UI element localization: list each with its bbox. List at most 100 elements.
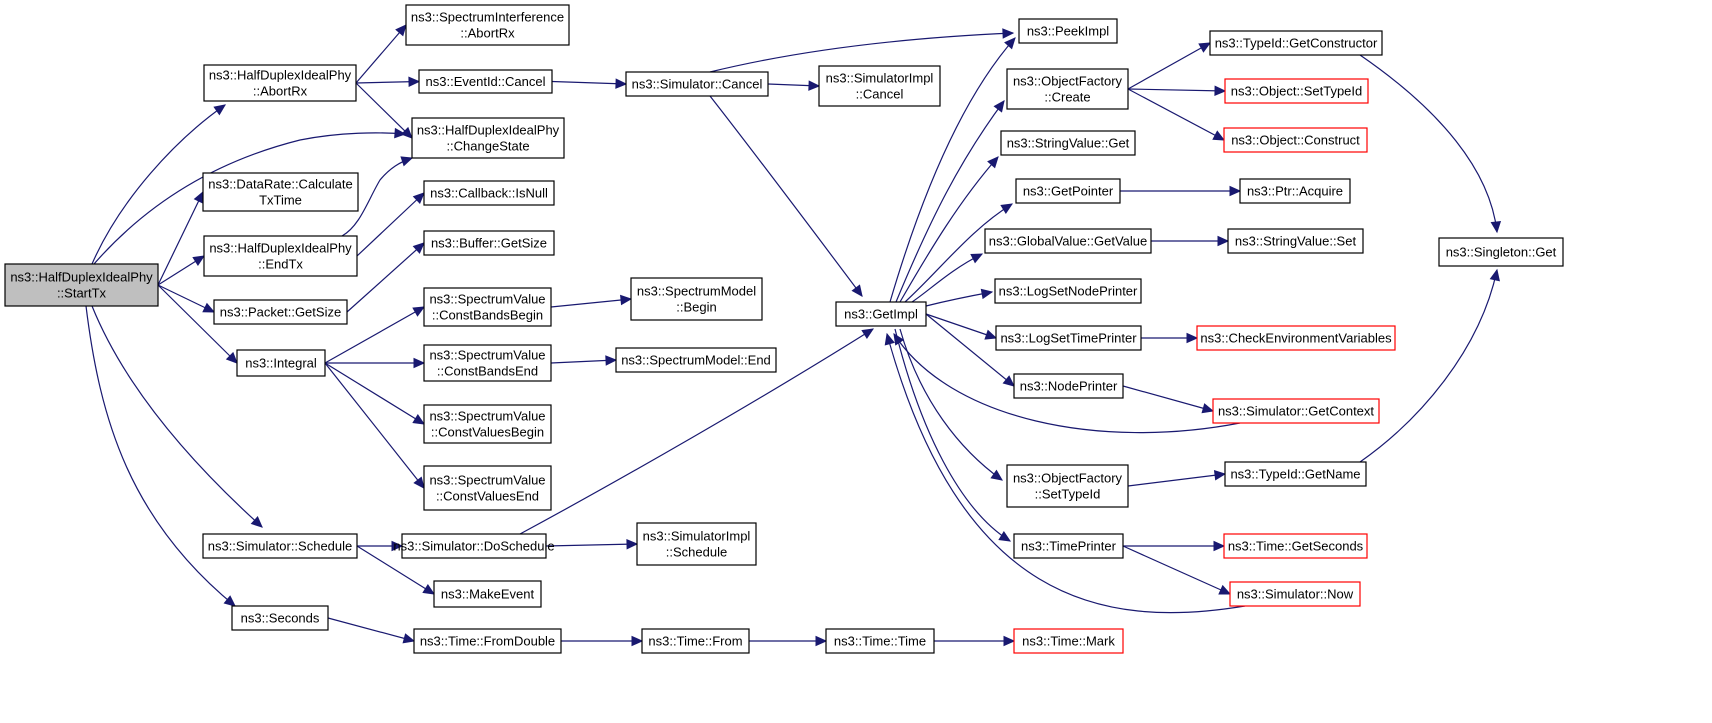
node-ns3-checkenvironmentvariables[interactable]: ns3::CheckEnvironmentVariables — [1196, 325, 1396, 351]
node-ns3-stringvalue-get[interactable]: ns3::StringValue::Get — [1000, 130, 1136, 156]
node-ns3-spectrumvalue-constvaluesbegin[interactable]: ns3::SpectrumValue::ConstValuesBegin — [423, 404, 552, 444]
node-ns3-typeid-getname[interactable]: ns3::TypeId::GetName — [1224, 461, 1367, 487]
node-box[interactable] — [1000, 130, 1136, 156]
node-box[interactable] — [1006, 464, 1129, 508]
node-ns3-object-construct[interactable]: ns3::Object::Construct — [1223, 127, 1368, 153]
node-box[interactable] — [202, 172, 359, 212]
node-ns3-ptr-acquire[interactable]: ns3::Ptr::Acquire — [1239, 178, 1351, 204]
node-ns3-peekimpl[interactable]: ns3::PeekImpl — [1018, 18, 1118, 44]
node-ns3-timeprinter[interactable]: ns3::TimePrinter — [1013, 533, 1124, 559]
node-ns3-simulatorimpl-schedule[interactable]: ns3::SimulatorImpl::Schedule — [636, 522, 757, 566]
node-box[interactable] — [625, 71, 769, 97]
node-ns3-objectfactory-settypeid[interactable]: ns3::ObjectFactory::SetTypeId — [1006, 464, 1129, 508]
node-box[interactable] — [1212, 398, 1380, 424]
node-box[interactable] — [641, 628, 750, 654]
node-ns3-simulator-schedule[interactable]: ns3::Simulator::Schedule — [202, 533, 358, 559]
node-ns3-spectrumvalue-constvaluesend[interactable]: ns3::SpectrumValue::ConstValuesEnd — [423, 465, 552, 511]
node-box[interactable] — [1209, 30, 1383, 56]
node-box[interactable] — [423, 465, 552, 511]
node-ns3-packet-getsize[interactable]: ns3::Packet::GetSize — [213, 299, 348, 325]
node-ns3-time-time[interactable]: ns3::Time::Time — [825, 628, 935, 654]
node-ns3-nodeprinter[interactable]: ns3::NodePrinter — [1013, 373, 1124, 399]
node-ns3-callback-isnull[interactable]: ns3::Callback::IsNull — [423, 180, 555, 206]
node-ns3-objectfactory-create[interactable]: ns3::ObjectFactory::Create — [1006, 68, 1129, 110]
node-ns3-simulator-cancel[interactable]: ns3::Simulator::Cancel — [625, 71, 769, 97]
node-ns3-spectrumvalue-constbandsend[interactable]: ns3::SpectrumValue::ConstBandsEnd — [423, 344, 552, 382]
node-ns3-halfduplexidealphy-endtx[interactable]: ns3::HalfDuplexIdealPhy::EndTx — [203, 235, 358, 277]
node-box[interactable] — [411, 117, 565, 159]
node-ns3-typeid-getconstructor[interactable]: ns3::TypeId::GetConstructor — [1209, 30, 1383, 56]
node-box[interactable] — [1229, 581, 1361, 607]
node-box[interactable] — [203, 235, 358, 277]
node-box[interactable] — [1018, 18, 1118, 44]
node-box[interactable] — [1223, 533, 1368, 559]
node-ns3-spectruminterference-abortrx[interactable]: ns3::SpectrumInterference::AbortRx — [405, 4, 570, 46]
node-box[interactable] — [1006, 68, 1129, 110]
node-box[interactable] — [4, 263, 159, 307]
node-ns3-globalvalue-getvalue[interactable]: ns3::GlobalValue::GetValue — [984, 228, 1152, 254]
node-ns3-buffer-getsize[interactable]: ns3::Buffer::GetSize — [423, 230, 555, 256]
node-box[interactable] — [401, 533, 547, 559]
node-box[interactable] — [433, 580, 542, 608]
node-box[interactable] — [405, 4, 570, 46]
node-ns3-stringvalue-set[interactable]: ns3::StringValue::Set — [1227, 228, 1364, 254]
node-box[interactable] — [1224, 461, 1367, 487]
node-ns3-simulator-getcontext[interactable]: ns3::Simulator::GetContext — [1212, 398, 1380, 424]
node-ns3-halfduplexidealphy-abortrx[interactable]: ns3::HalfDuplexIdealPhy::AbortRx — [203, 64, 357, 102]
node-ns3-spectrumvalue-constbandsbegin[interactable]: ns3::SpectrumValue::ConstBandsBegin — [423, 287, 552, 327]
node-box[interactable] — [423, 404, 552, 444]
node-ns3-halfduplexidealphy-changestate[interactable]: ns3::HalfDuplexIdealPhy::ChangeState — [411, 117, 565, 159]
node-box[interactable] — [636, 522, 757, 566]
node-box[interactable] — [994, 278, 1142, 304]
node-ns3-eventid-cancel[interactable]: ns3::EventId::Cancel — [418, 69, 553, 94]
node-ns3-integral[interactable]: ns3::Integral — [236, 349, 326, 377]
node-box[interactable] — [995, 325, 1142, 351]
node-box[interactable] — [984, 228, 1152, 254]
node-box[interactable] — [1227, 228, 1364, 254]
node-ns3-getpointer[interactable]: ns3::GetPointer — [1015, 178, 1121, 204]
node-ns3-spectrummodel-end[interactable]: ns3::SpectrumModel::End — [615, 347, 777, 373]
node-box[interactable] — [213, 299, 348, 325]
node-box[interactable] — [418, 69, 553, 94]
node-ns3-spectrummodel-begin[interactable]: ns3::SpectrumModel::Begin — [630, 277, 763, 321]
node-box[interactable] — [1015, 178, 1121, 204]
node-ns3-time-mark[interactable]: ns3::Time::Mark — [1013, 628, 1124, 654]
node-box[interactable] — [231, 605, 329, 631]
node-box[interactable] — [818, 65, 941, 107]
node-box[interactable] — [1224, 78, 1369, 104]
node-box[interactable] — [825, 628, 935, 654]
node-box[interactable] — [413, 628, 562, 654]
node-box[interactable] — [835, 301, 927, 327]
node-box[interactable] — [236, 349, 326, 377]
node-box[interactable] — [1196, 325, 1396, 351]
node-box[interactable] — [630, 277, 763, 321]
node-box[interactable] — [1013, 533, 1124, 559]
node-box[interactable] — [423, 344, 552, 382]
node-box[interactable] — [1438, 237, 1564, 267]
node-ns3-time-from[interactable]: ns3::Time::From — [641, 628, 750, 654]
node-ns3-seconds[interactable]: ns3::Seconds — [231, 605, 329, 631]
node-box[interactable] — [1239, 178, 1351, 204]
node-ns3-halfduplexidealphy-starttx[interactable]: ns3::HalfDuplexIdealPhy::StartTx — [4, 263, 159, 307]
node-ns3-simulator-doschedule[interactable]: ns3::Simulator::DoSchedule — [393, 533, 555, 559]
node-box[interactable] — [615, 347, 777, 373]
node-ns3-simulatorimpl-cancel[interactable]: ns3::SimulatorImpl::Cancel — [818, 65, 941, 107]
node-ns3-object-settypeid[interactable]: ns3::Object::SetTypeId — [1224, 78, 1369, 104]
node-box[interactable] — [202, 533, 358, 559]
node-box[interactable] — [203, 64, 357, 102]
node-ns3-makeevent[interactable]: ns3::MakeEvent — [433, 580, 542, 608]
node-box[interactable] — [1013, 628, 1124, 654]
node-box[interactable] — [1223, 127, 1368, 153]
node-ns3-logsettimeprinter[interactable]: ns3::LogSetTimePrinter — [995, 325, 1142, 351]
node-ns3-getimpl[interactable]: ns3::GetImpl — [835, 301, 927, 327]
node-box[interactable] — [423, 230, 555, 256]
node-ns3-time-fromdouble[interactable]: ns3::Time::FromDouble — [413, 628, 562, 654]
node-box[interactable] — [423, 180, 555, 206]
node-box[interactable] — [423, 287, 552, 327]
node-box[interactable] — [1013, 373, 1124, 399]
node-ns3-time-getseconds[interactable]: ns3::Time::GetSeconds — [1223, 533, 1368, 559]
node-ns3-logsetnodeprinter[interactable]: ns3::LogSetNodePrinter — [994, 278, 1142, 304]
node-ns3-simulator-now[interactable]: ns3::Simulator::Now — [1229, 581, 1361, 607]
node-ns3-singleton-get[interactable]: ns3::Singleton::Get — [1438, 237, 1564, 267]
